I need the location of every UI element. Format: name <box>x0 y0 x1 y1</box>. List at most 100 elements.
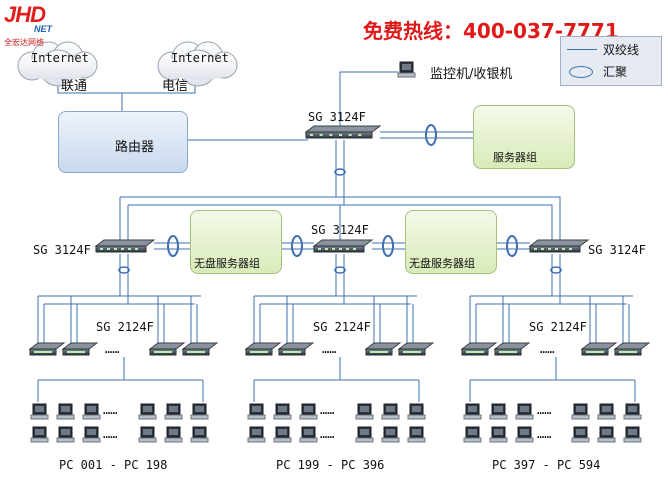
switch-port-led <box>534 248 537 250</box>
pc-ellipsis-1b: …… <box>103 427 118 441</box>
agg-right-ring-icon <box>550 266 562 274</box>
switch-port-led <box>253 351 256 353</box>
server-group-label: 服务器组 <box>493 151 537 164</box>
pc-icon-3-r1-5 <box>597 403 616 420</box>
monitor-glass-icon <box>87 406 96 412</box>
monitor-glass-icon <box>494 406 503 412</box>
router-box <box>58 111 188 173</box>
switch-port-led <box>631 351 634 353</box>
switch-top <box>580 342 618 350</box>
monitor-glass-icon <box>576 429 585 435</box>
keyboard-icon <box>273 437 292 443</box>
pc-ellipsis-2a: …… <box>320 403 335 417</box>
diskless-server-group-right-label: 无盘服务器组 <box>409 257 475 270</box>
switch-port-led <box>256 351 259 353</box>
keyboard-icon <box>82 414 101 420</box>
access-switch-icon-3-4 <box>613 342 651 356</box>
pc-icon-3-r2-3 <box>515 426 534 443</box>
monitor-glass-icon <box>468 429 477 435</box>
access-switch-ellipsis-2: …… <box>322 342 337 356</box>
monitor-glass-icon <box>252 406 261 412</box>
switch-port-led <box>70 351 73 353</box>
pc-ellipsis-1a: …… <box>103 403 118 417</box>
keyboard-icon <box>355 414 374 420</box>
monitor-glass-icon <box>61 406 70 412</box>
switch-port-led <box>259 351 262 353</box>
switch-port-led <box>310 134 313 136</box>
server-group-box <box>473 105 575 169</box>
switch-port-led <box>79 351 82 353</box>
switch-port-led <box>379 351 382 353</box>
switch-port-led <box>318 248 321 250</box>
pc-group-label-3: PC 397 - PC 594 <box>492 458 601 472</box>
switch-top <box>304 125 382 133</box>
agg-switch-left-icon <box>94 239 156 253</box>
switch-port-led <box>348 134 352 136</box>
pc-icon-2-r1-4 <box>355 403 374 420</box>
pc-icon-1-r2-3 <box>82 426 101 443</box>
keyboard-icon <box>138 414 157 420</box>
switch-port-led <box>43 351 46 353</box>
keyboard-icon <box>463 437 482 443</box>
switch-top <box>613 342 651 350</box>
keyboard-icon <box>56 437 75 443</box>
pc-icon-2-r1-6 <box>407 403 426 420</box>
access-switch-icon-3-3 <box>580 342 618 356</box>
pc-icon-2-r2-1 <box>247 426 266 443</box>
switch-port-led <box>475 351 478 353</box>
switch-port-led <box>595 351 598 353</box>
switch-port-led <box>154 351 157 353</box>
core-switch-label: SG 3124F <box>308 110 366 124</box>
monitor-glass-icon <box>304 429 313 435</box>
keyboard-icon <box>164 437 183 443</box>
keyboard-icon <box>597 414 616 420</box>
switch-port-led <box>82 351 85 353</box>
switch-port-led <box>199 351 202 353</box>
aggregation-ring-icon <box>569 66 593 78</box>
switch-port-led <box>67 351 70 353</box>
keyboard-icon <box>299 414 318 420</box>
switch-port-led <box>634 351 637 353</box>
monitor-glass-icon <box>628 429 637 435</box>
legend-aggregation-label: 汇聚 <box>603 65 628 79</box>
monitor-glass-icon <box>628 406 637 412</box>
pc-icon-3-r1-1 <box>463 403 482 420</box>
access-switch-icon-3-2 <box>493 342 531 356</box>
monitor-cashier-label: 监控机/收银机 <box>430 67 513 82</box>
switch-port-led <box>373 351 376 353</box>
legend-twisted-pair-label: 双绞线 <box>603 43 640 57</box>
switch-port-led <box>100 248 103 250</box>
switch-port-led <box>346 248 349 250</box>
switch-port-led <box>160 351 163 353</box>
pc-icon-1-r1-3 <box>82 403 101 420</box>
pc-group-label-2: PC 199 - PC 396 <box>276 458 385 472</box>
switch-top <box>528 239 590 247</box>
keyboard-icon <box>489 437 508 443</box>
diskless-server-group-left-label: 无盘服务器组 <box>194 257 260 270</box>
switch-port-led <box>589 351 592 353</box>
switch-port-led <box>121 248 124 250</box>
monitor-glass-icon <box>576 406 585 412</box>
brand-logo: JHD <box>4 2 46 27</box>
keyboard-icon <box>56 414 75 420</box>
pc-group-label-1: PC 001 - PC 198 <box>59 458 168 472</box>
agg-switch-center-icon <box>312 239 374 253</box>
switch-top <box>28 342 66 350</box>
monitor-glass-icon <box>35 406 44 412</box>
company-name: 全宏达网络 <box>4 38 44 47</box>
switch-port-led <box>481 351 484 353</box>
switch-port-led <box>190 351 193 353</box>
switch-top <box>181 342 219 350</box>
keyboard-icon <box>489 414 508 420</box>
pc-icon-2-r1-5 <box>381 403 400 420</box>
switch-top <box>460 342 498 350</box>
keyboard-icon <box>407 437 426 443</box>
keyboard-icon <box>299 437 318 443</box>
keyboard-icon <box>247 437 266 443</box>
keyboard-icon <box>138 437 157 443</box>
switch-port-led <box>412 351 415 353</box>
access-switch-label-2: SG 2124F <box>313 320 371 334</box>
pc-icon-1-r1-2 <box>56 403 75 420</box>
monitor-glass-icon <box>386 406 395 412</box>
monitor-glass-icon <box>252 429 261 435</box>
